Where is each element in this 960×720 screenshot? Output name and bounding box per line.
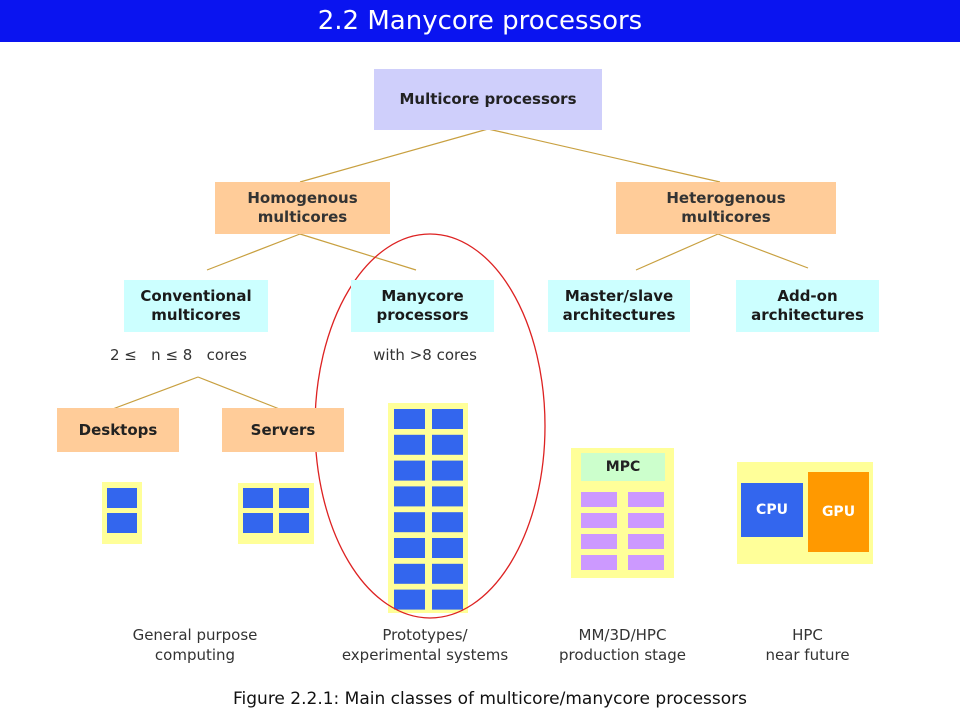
manycore-core	[394, 409, 425, 429]
manycore-core	[432, 409, 463, 429]
manycore-core	[394, 434, 425, 455]
connector-heterogenous-addon	[717, 233, 809, 269]
manycore-core	[432, 460, 463, 481]
manycore-core	[432, 589, 463, 610]
cpu-label: CPU	[756, 501, 788, 518]
mpc-core	[628, 513, 664, 528]
gpu-label: GPU	[821, 503, 856, 520]
general-purpose-description: General purpose computing	[132, 626, 258, 664]
desktop-chip	[102, 482, 142, 544]
hpc-description: HPC near future	[765, 626, 850, 664]
server-chip	[238, 483, 314, 544]
connector-conventional-desktops	[109, 376, 199, 411]
mpc-core	[581, 492, 617, 507]
manycore-core	[394, 486, 425, 507]
manycore-core	[394, 460, 425, 481]
tree-connectors	[109, 128, 809, 411]
production-description: MM/3D/HPC production stage	[559, 626, 686, 664]
multicore-processors-node: Multicore processors	[374, 69, 602, 130]
master-slave-architectures-node: Master/slave architectures	[548, 280, 690, 332]
heterogenous-multicores-node: Heterogenous multicores	[616, 182, 836, 234]
manycore-range-label: with >8 cores	[373, 346, 477, 364]
addon-architectures-node: Add-on architectures	[736, 280, 879, 332]
connector-conventional-servers	[197, 376, 283, 411]
mpc-core	[628, 534, 664, 549]
desktops-node: Desktops	[57, 408, 179, 452]
manycore-core	[432, 434, 463, 455]
mpc-label: MPC	[605, 458, 641, 475]
servers-node: Servers	[222, 408, 344, 452]
manycore-core	[394, 589, 425, 610]
connector-homogenous-conventional	[206, 233, 301, 271]
manycore-chip	[388, 403, 468, 613]
connector-root-homogenous	[299, 128, 489, 183]
mpc-core	[581, 534, 617, 549]
connector-heterogenous-master	[635, 233, 719, 271]
manycore-core	[432, 563, 463, 584]
manycore-core	[432, 538, 463, 558]
mpc-core	[628, 555, 664, 570]
core-range-label: 2 ≤ n ≤ 8 cores	[110, 346, 247, 364]
cpu-gpu-chip	[737, 462, 873, 564]
connector-root-heterogenous	[487, 128, 721, 183]
mpc-core	[581, 555, 617, 570]
slide-title: 2.2 Manycore processors	[0, 0, 960, 42]
mpc-core	[628, 492, 664, 507]
connector-homogenous-manycore	[299, 233, 417, 271]
mpc-core	[581, 513, 617, 528]
prototypes-description: Prototypes/ experimental systems	[341, 626, 509, 664]
manycore-core	[394, 512, 425, 533]
manycore-processors-node: Manycore processors	[351, 280, 494, 332]
manycore-core	[394, 563, 425, 584]
manycore-core	[432, 512, 463, 533]
figure-caption: Figure 2.2.1: Main classes of multicore/…	[232, 689, 747, 709]
mpc-chip	[571, 448, 674, 578]
conventional-multicores-node: Conventional multicores	[124, 280, 268, 332]
homogenous-multicores-node: Homogenous multicores	[215, 182, 390, 234]
manycore-core	[394, 538, 425, 558]
manycore-core	[432, 486, 463, 507]
